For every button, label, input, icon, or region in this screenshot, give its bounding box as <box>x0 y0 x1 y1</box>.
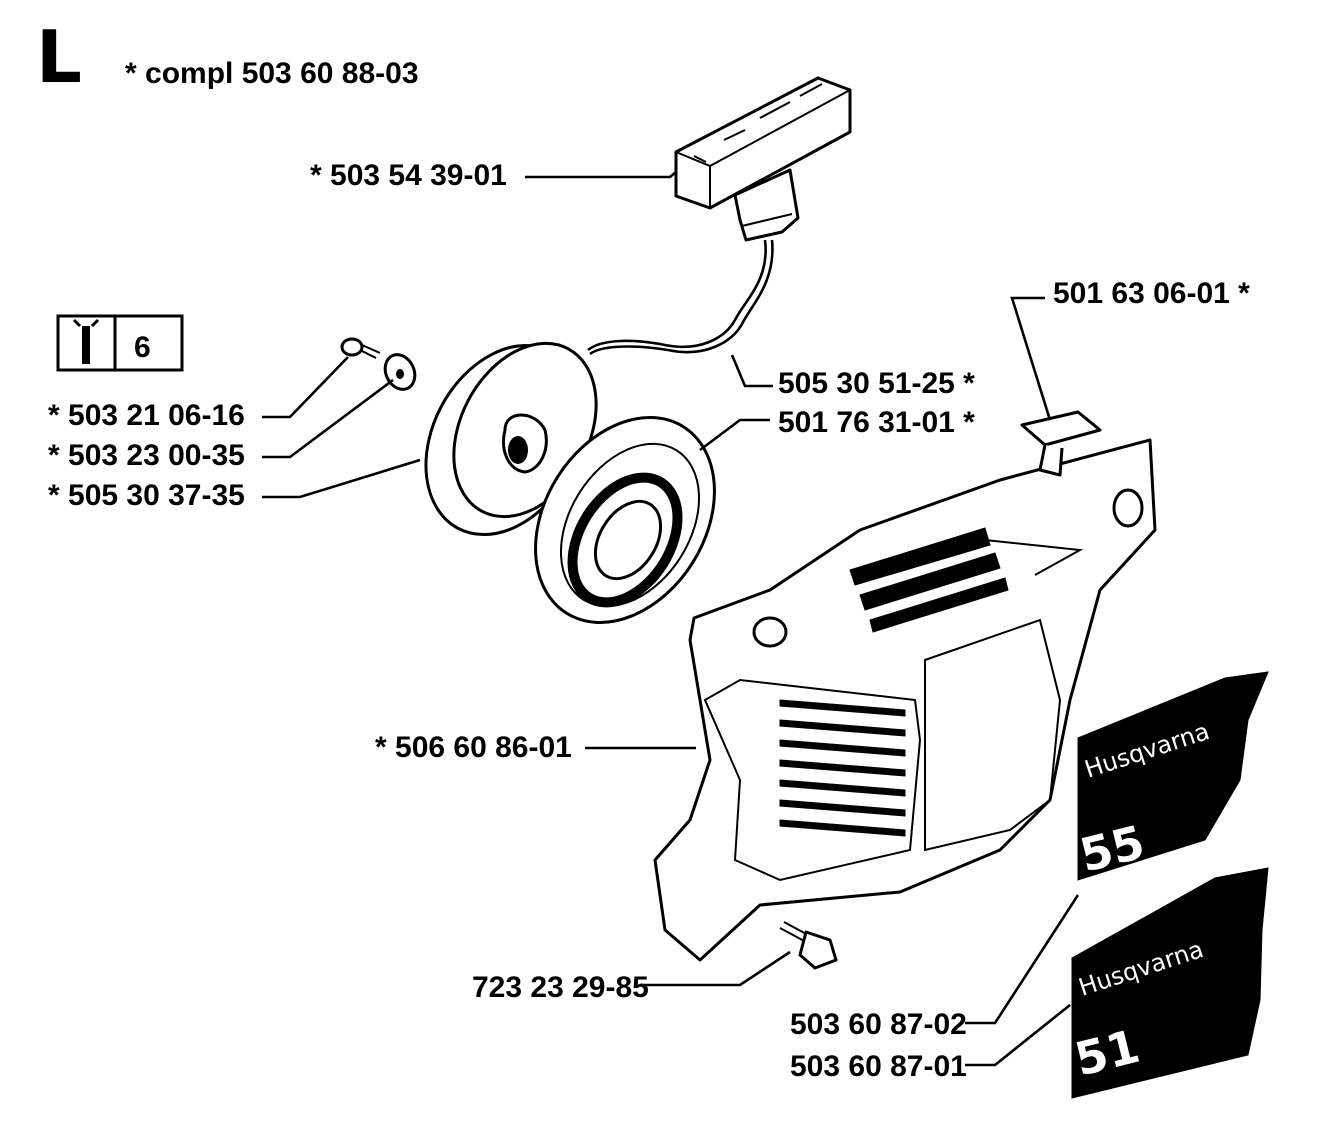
cover-vents <box>779 699 906 837</box>
label-starter-rope: 505 30 51-25 * <box>778 367 975 400</box>
section-letter: L <box>36 15 82 99</box>
recoil-spring <box>534 416 716 624</box>
label-decal-55: 503 60 87-02 <box>790 1008 967 1041</box>
decal-55: Husqvarna 55 <box>1075 671 1269 883</box>
cover-upper-grille <box>849 527 1009 633</box>
starter-handle <box>674 76 852 242</box>
starter-cover <box>653 438 1157 962</box>
label-decal-51: 503 60 87-01 <box>790 1050 967 1083</box>
starter-rope <box>587 239 774 356</box>
label-pulley: * 505 30 37-35 <box>48 479 245 512</box>
washer <box>383 353 417 391</box>
tool-box: 6 <box>56 314 184 372</box>
grommet <box>1020 410 1102 477</box>
label-starter-cover: * 506 60 86-01 <box>375 731 572 764</box>
complete-kit-label: * compl 503 60 88-03 <box>125 57 419 90</box>
label-starter-handle: * 503 54 39-01 <box>310 159 507 192</box>
washer-screw <box>340 337 381 359</box>
pulley <box>424 341 598 537</box>
label-cover-screw: 723 23 29-85 <box>472 971 649 1004</box>
cover-screw <box>779 921 838 970</box>
wrench-icon <box>72 318 100 364</box>
label-grommet: 501 63 06-01 * <box>1053 277 1250 310</box>
leader-lines <box>262 171 1080 1067</box>
label-washer-screw: * 503 21 06-16 <box>48 399 245 432</box>
tool-number: 6 <box>134 331 151 364</box>
label-recoil-spring: 501 76 31-01 * <box>778 406 975 439</box>
decal-51: Husqvarna 51 <box>1070 867 1269 1099</box>
label-washer: * 503 23 00-35 <box>48 439 245 472</box>
